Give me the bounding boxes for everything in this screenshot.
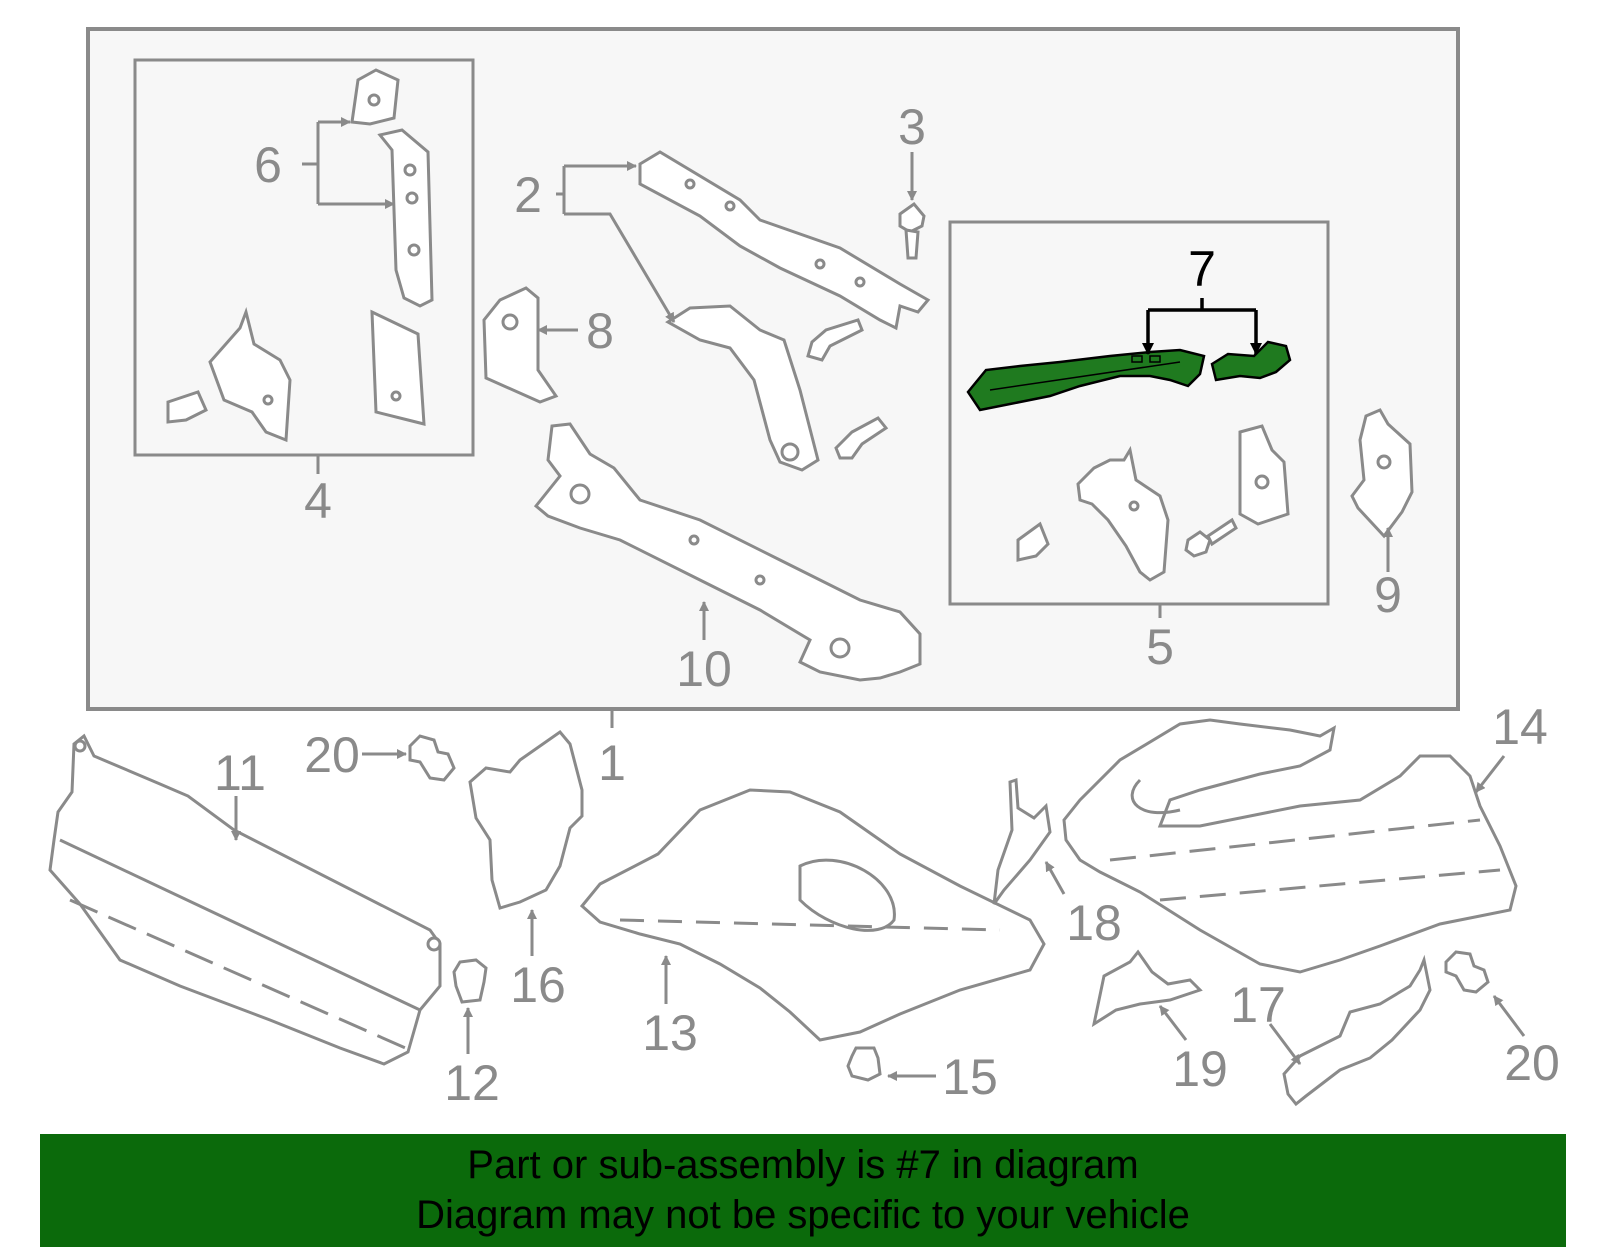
callout-18: 18 [1066, 895, 1122, 951]
part-17-shield [1282, 954, 1432, 1107]
subassembly-frame-4 [133, 58, 475, 457]
callout-9: 9 [1374, 567, 1402, 623]
callout-numbers: 1 2 3 4 5 6 7 8 9 10 11 12 13 14 15 16 1… [214, 99, 1560, 1111]
part-7-details [989, 355, 1181, 391]
part-12-clip [452, 958, 488, 1004]
info-banner: Part or sub-assembly is #7 in diagram Di… [40, 1134, 1566, 1247]
part-14-undercover [1062, 718, 1518, 974]
banner-line-2: Diagram may not be specific to your vehi… [416, 1193, 1190, 1237]
leader-lines [231, 117, 1526, 1081]
callout-20-left: 20 [304, 727, 360, 783]
callout-6: 6 [254, 137, 282, 193]
part-18-bracket [992, 777, 1052, 905]
callout-1: 1 [598, 735, 626, 791]
callout-10: 10 [676, 641, 732, 697]
callout-19: 19 [1172, 1041, 1228, 1097]
callout-14: 14 [1492, 699, 1548, 755]
callout-13: 13 [642, 1005, 698, 1061]
callout-8: 8 [586, 303, 614, 359]
callout-3: 3 [898, 99, 926, 155]
banner-line-1: Part or sub-assembly is #7 in diagram [467, 1143, 1139, 1187]
callout-16: 16 [510, 957, 566, 1013]
part-20-clip-left [408, 734, 456, 782]
callout-7: 7 [1188, 241, 1216, 297]
subassembly-frame-5 [948, 220, 1330, 606]
callout-5: 5 [1146, 619, 1174, 675]
part-16-shield [468, 729, 584, 910]
part-2-brace [665, 304, 820, 472]
part-9-bracket [1350, 408, 1414, 539]
part-15-clip [846, 1046, 882, 1082]
part-19-bracket [1091, 949, 1203, 1028]
callout-4: 4 [304, 473, 332, 529]
part-6-upper-bracket [350, 68, 434, 308]
part-10-lower-crossmember [533, 422, 922, 682]
leader-lines-highlight [1142, 298, 1262, 355]
callout-12: 12 [444, 1055, 500, 1111]
part-2-upper-rail [638, 150, 931, 331]
part-8-bracket [482, 286, 559, 404]
callout-20-right: 20 [1504, 1035, 1560, 1091]
part-7-highlighted [966, 340, 1292, 412]
callout-17: 17 [1230, 977, 1286, 1033]
part-11-front-cover [48, 733, 442, 1066]
part-13-undercover [579, 788, 1046, 1042]
part-20-clip-right [1444, 950, 1490, 994]
callout-11: 11 [214, 745, 266, 801]
callout-2: 2 [514, 167, 542, 223]
part-5-brackets [1016, 424, 1290, 582]
callout-15: 15 [942, 1049, 998, 1105]
bolts-center [806, 201, 926, 460]
part-4-lower-brackets [166, 306, 426, 443]
